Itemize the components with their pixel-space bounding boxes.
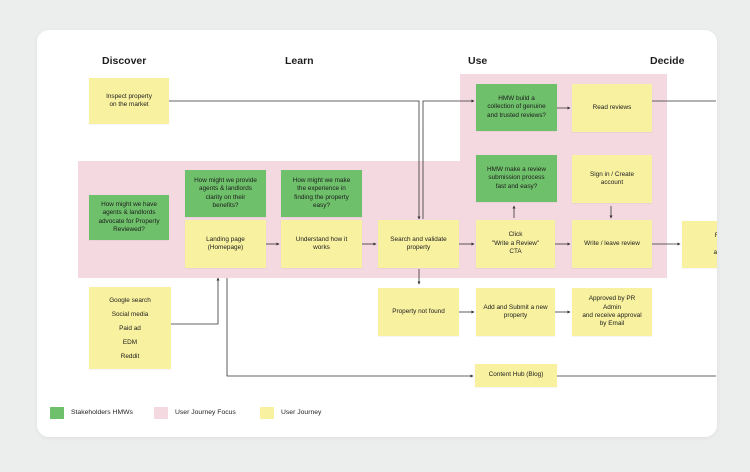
note-search-validate: Search and validate property (378, 220, 459, 268)
channel-edm: EDM (122, 338, 138, 346)
legend-label-stakeholders: Stakeholders HMWs (71, 409, 133, 416)
legend-label-focus: User Journey Focus (175, 409, 236, 416)
link-inspect-to-search (169, 100, 421, 220)
channel-list: Google search Social media Paid ad EDM R… (89, 287, 171, 369)
note-receive-confirm: Receive confirm approval (682, 221, 717, 268)
stage-heading-discover: Discover (102, 55, 147, 67)
note-read-reviews: Read reviews (572, 84, 652, 132)
note-hmw-submission: HMW make a review submission process fas… (476, 155, 557, 202)
note-click-write-review: Click "Write a Review" CTA (476, 220, 555, 268)
diagram-board: Discover Learn Use Decide (37, 30, 717, 437)
legend-swatch-journey (260, 407, 274, 419)
legend-swatch-stakeholders (50, 407, 64, 419)
note-add-submit-property: Add and Submit a new property (476, 288, 555, 336)
note-sign-in: Sign in / Create account (572, 155, 652, 203)
stage-heading-learn: Learn (285, 55, 314, 67)
channel-paid-ad: Paid ad (119, 324, 141, 332)
diagram-canvas: Discover Learn Use Decide (37, 30, 717, 437)
channel-reddit: Reddit (120, 352, 140, 360)
channel-google-search: Google search (109, 296, 151, 304)
stage-heading-decide: Decide (650, 55, 685, 67)
legend-swatch-focus (154, 407, 168, 419)
legend-label-journey: User Journey (281, 409, 322, 416)
link-channels-to-landing (171, 277, 220, 325)
connector-lines (169, 99, 716, 378)
note-approved-by-admin: Approved by PR Admin and receive approva… (572, 288, 652, 336)
note-hmw-collection: HMW build a collection of genuine and tr… (476, 84, 557, 131)
channel-social-media: Social media (111, 310, 149, 318)
link-search-to-collection (422, 99, 475, 219)
note-hmw-advocate: How might we have agents & landlords adv… (89, 195, 169, 240)
stage-heading-use: Use (468, 55, 488, 67)
note-understand-how: Understand how it works (281, 220, 362, 268)
note-content-hub: Content Hub (Blog) (475, 364, 557, 387)
note-inspect-property: Inspect property on the market (89, 78, 169, 124)
note-landing-page: Landing page (Homepage) (185, 220, 266, 268)
note-write-leave-review: Write / leave review (572, 220, 652, 268)
journey-focus-zone-main (78, 161, 667, 278)
note-hmw-experience: How might we make the experience in find… (281, 170, 362, 217)
note-hmw-clarity: How might we provide agents & landlords … (185, 170, 266, 217)
note-property-not-found: Property not found (378, 288, 459, 336)
link-landing-to-contenthub (226, 278, 474, 378)
